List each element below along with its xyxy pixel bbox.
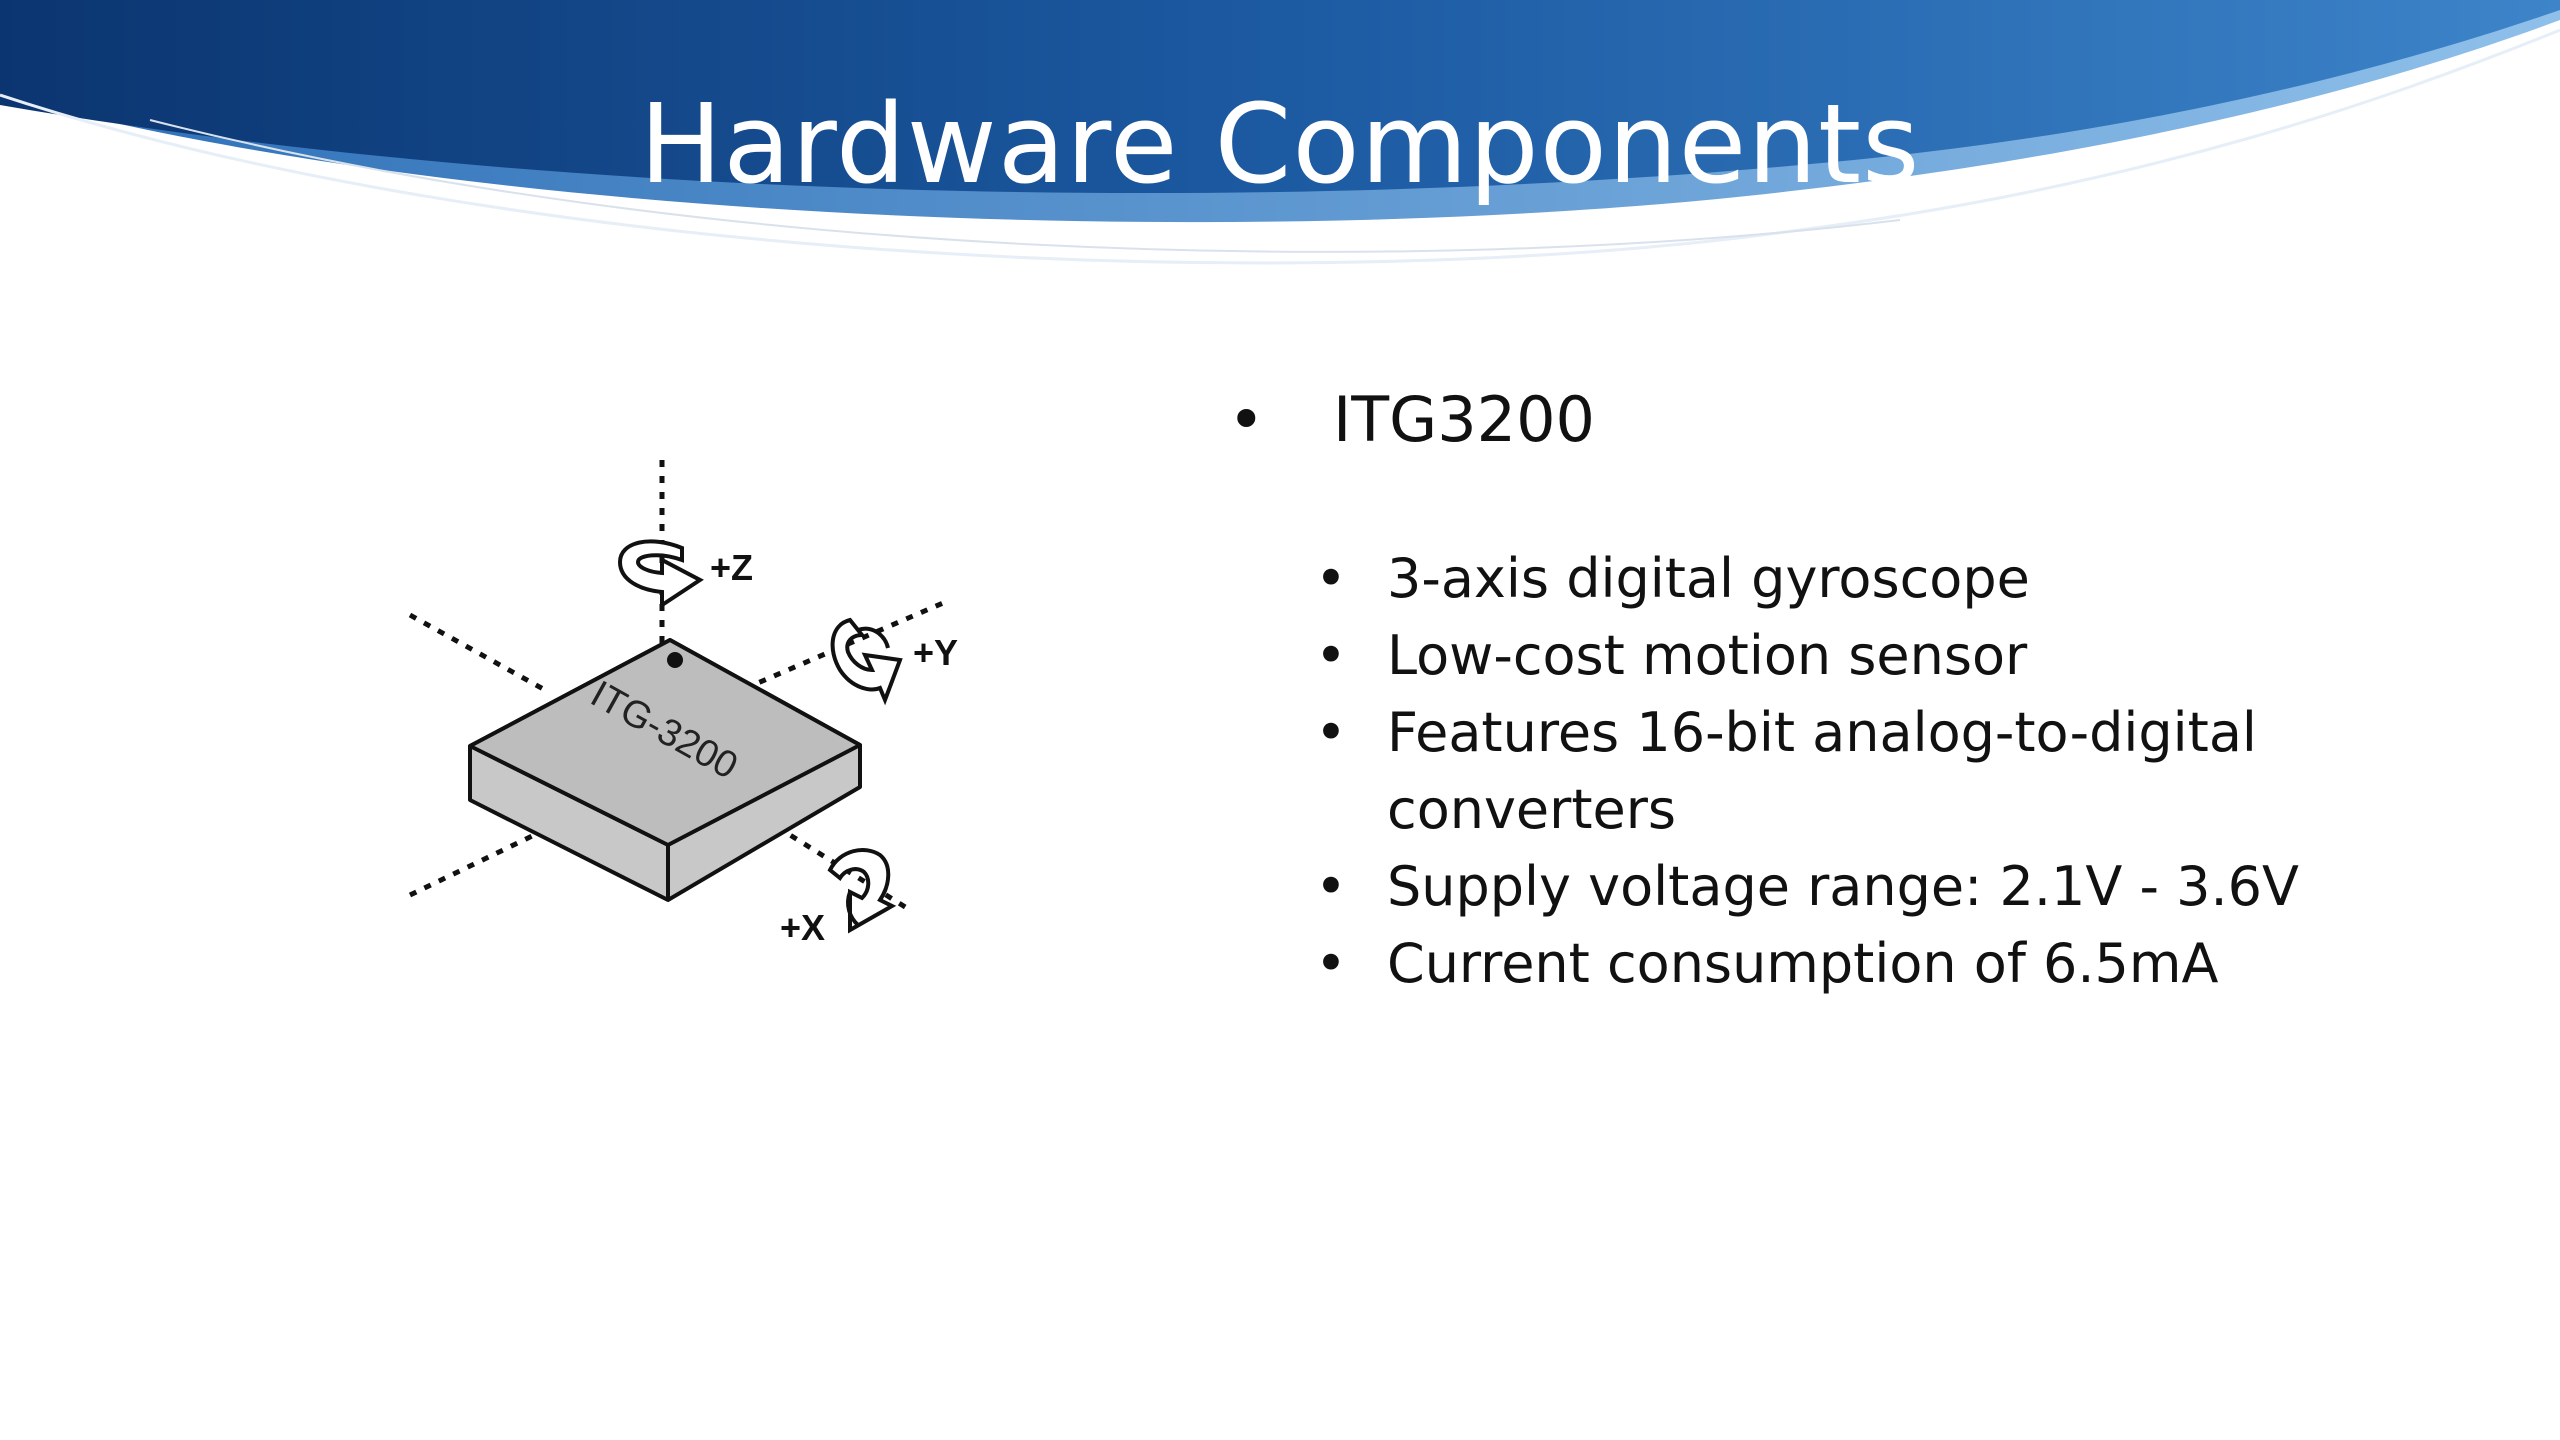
sub-bullet-text: Current consumption of 6.5mA: [1387, 932, 2219, 995]
content-list: • ITG3200 • 3-axis digital gyroscope • L…: [1210, 380, 2510, 1002]
header-wave-banner: [0, 0, 2560, 265]
main-bullet-item: • ITG3200: [1210, 380, 2510, 460]
x-rotation-arrow-icon: [827, 848, 897, 934]
bullet-dot-icon: •: [1315, 547, 1347, 610]
x-axis-label: +X: [780, 907, 825, 948]
z-rotation-arrow-icon: [617, 539, 704, 609]
sub-bullet-text: 3-axis digital gyroscope: [1387, 547, 2030, 610]
sub-bullet-item: • Current consumption of 6.5mA: [1210, 925, 2437, 1002]
bullet-dot-icon: •: [1315, 932, 1347, 995]
y-rotation-arrow-icon: [830, 617, 903, 706]
bullet-dot-icon: •: [1315, 701, 1347, 764]
y-axis-label: +Y: [913, 632, 958, 673]
bullet-dot-icon: •: [1228, 383, 1265, 456]
itg3200-axis-diagram: ITG-3200 +Z +Y +X: [408, 460, 958, 948]
sub-bullet-item: • Supply voltage range: 2.1V - 3.6V: [1210, 848, 2437, 925]
z-axis-label: +Z: [710, 547, 753, 588]
sub-bullet-text: Supply voltage range: 2.1V - 3.6V: [1387, 855, 2299, 918]
slide-title: Hardware Components: [639, 80, 1921, 208]
y-axis-line-back: [408, 822, 557, 898]
sub-bullet-item: • 3-axis digital gyroscope: [1210, 540, 2437, 617]
chip-top-face: [468, 638, 862, 847]
sub-bullet-item: • Low-cost motion sensor: [1210, 617, 2437, 694]
sub-bullet-text: Features 16-bit analog-to-digital conver…: [1387, 701, 2257, 841]
sub-bullet-item: • Features 16-bit analog-to-digital conv…: [1210, 694, 2437, 848]
sub-bullet-text: Low-cost motion sensor: [1387, 624, 2028, 687]
sub-bullet-list: • 3-axis digital gyroscope • Low-cost mo…: [1210, 540, 2510, 1002]
bullet-dot-icon: •: [1315, 855, 1347, 918]
origin-dot: [667, 652, 683, 668]
x-axis-line-back: [408, 612, 547, 693]
bullet-dot-icon: •: [1315, 624, 1347, 687]
main-bullet-text: ITG3200: [1333, 383, 1595, 456]
